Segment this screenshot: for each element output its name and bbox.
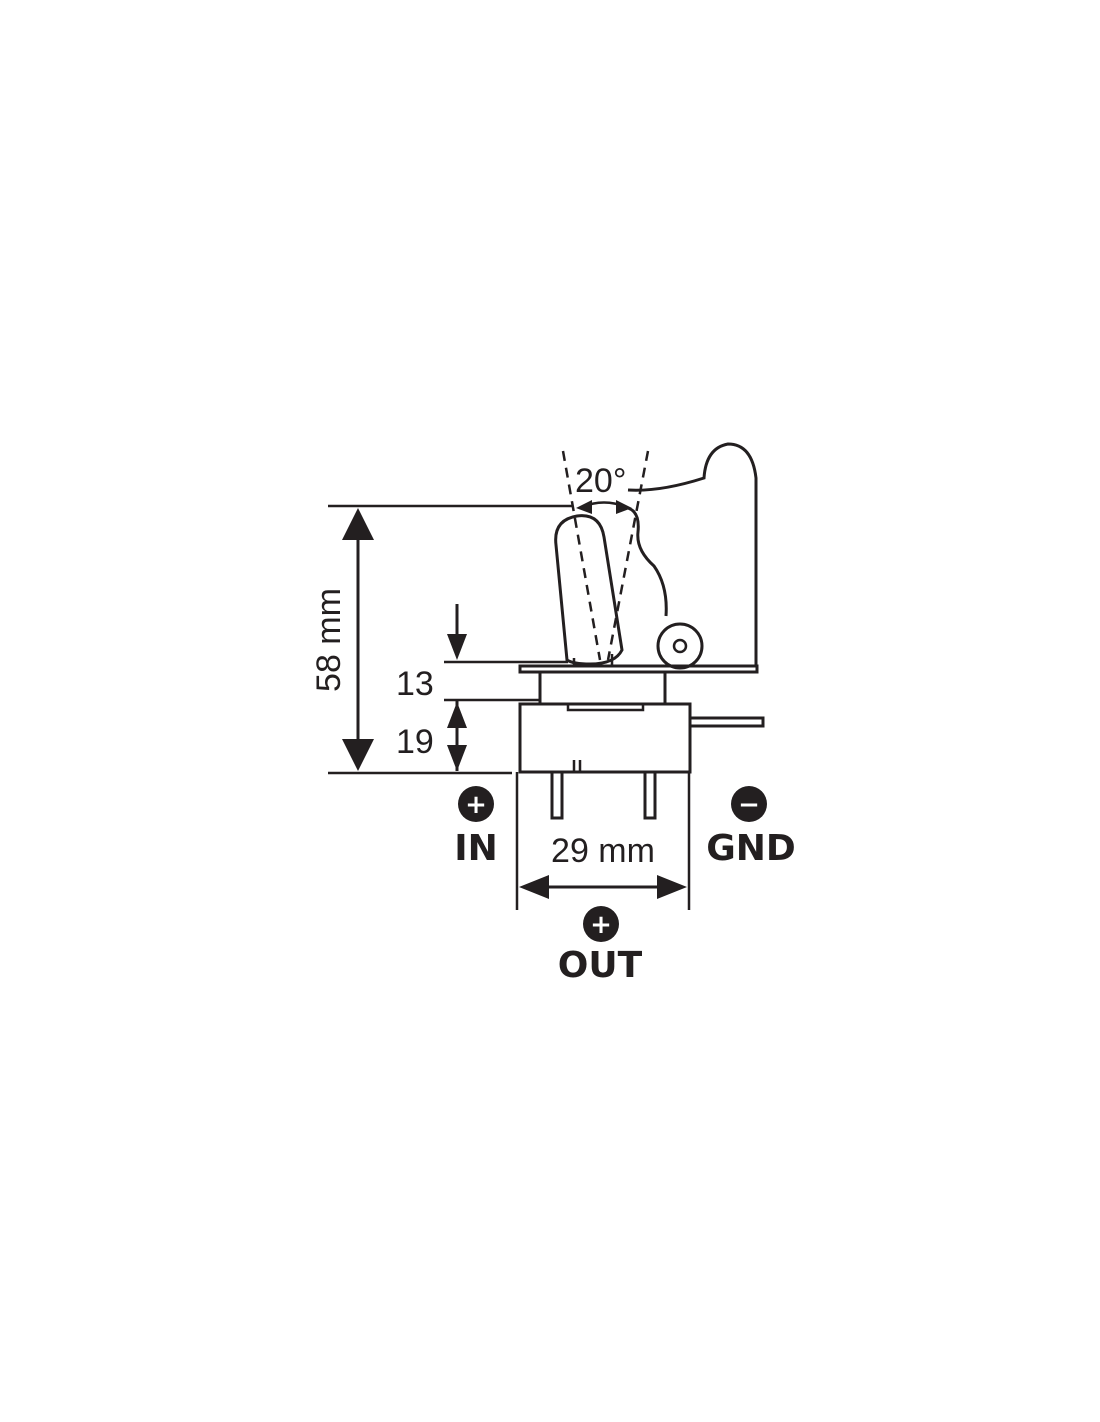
total-height-dimension bbox=[328, 504, 572, 775]
out-sign: + bbox=[590, 910, 612, 940]
gnd-label: GND bbox=[706, 828, 796, 869]
plus-circle-icon bbox=[583, 906, 619, 942]
in-sign: + bbox=[465, 790, 487, 820]
plus-circle-icon bbox=[458, 786, 494, 822]
ground-tab bbox=[690, 716, 765, 728]
switch-housing bbox=[518, 670, 692, 774]
terminal-pins bbox=[550, 760, 657, 820]
width-dimension bbox=[515, 772, 691, 910]
angle-indicator bbox=[576, 500, 632, 514]
gnd-sign: − bbox=[738, 790, 760, 820]
width-label: 29 mm bbox=[551, 832, 655, 870]
safety-cover bbox=[627, 442, 758, 670]
lower-height-label: 19 bbox=[396, 723, 434, 761]
terminal-gnd: − GND bbox=[706, 786, 796, 869]
toggle-lever bbox=[554, 514, 624, 666]
angle-label: 20° bbox=[575, 462, 626, 500]
out-label: OUT bbox=[558, 945, 643, 986]
minus-circle-icon bbox=[731, 786, 767, 822]
angle-guides bbox=[561, 450, 650, 661]
terminal-in: + IN bbox=[454, 786, 498, 869]
upper-height-dimension bbox=[444, 604, 568, 771]
terminal-out: + OUT bbox=[558, 906, 643, 986]
mounting-plate bbox=[518, 664, 759, 674]
in-label: IN bbox=[454, 828, 498, 869]
total-height-label: 58 mm bbox=[310, 588, 348, 692]
upper-height-label: 13 bbox=[396, 665, 434, 703]
